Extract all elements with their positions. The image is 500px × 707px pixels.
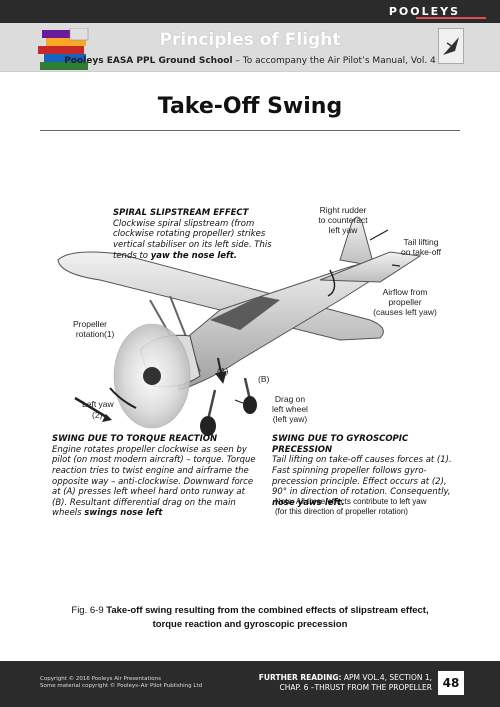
footer-bar (0, 661, 500, 707)
label-tail-lifting: Tail lifting on take-off (400, 237, 441, 257)
label-marker-1: (1) (104, 329, 115, 339)
banner-title: Principles of Flight (159, 30, 341, 50)
page-number: 48 (438, 671, 464, 695)
figure-caption: Fig. 6-9 Take-off swing resulting from t… (71, 605, 429, 631)
brand-underline (416, 17, 486, 19)
figure-note: Note: All three effects contribute to le… (275, 497, 427, 516)
brand-logo: POOLEYS (388, 5, 460, 18)
aircraft-diagram (57, 216, 422, 436)
books-icon (38, 28, 89, 70)
label-left-yaw: Left yaw (82, 399, 114, 409)
title-divider (40, 130, 460, 131)
footer-copyright: Copyright © 2016 Pooleys Air Presentatio… (40, 676, 203, 690)
banner-subtitle: Pooleys EASA PPL Ground School – To acco… (64, 56, 436, 66)
label-airflow: Airflow from propeller (causes left yaw) (373, 287, 437, 317)
top-bar (0, 0, 500, 23)
aircraft-logo-icon (438, 28, 464, 64)
label-marker-2: (2) (92, 410, 103, 420)
label-propeller-rotation: Propeller rotation (72, 319, 108, 339)
label-marker-b: (B) (258, 374, 270, 384)
footer-further-reading: FURTHER READING: APM VOL.4, SECTION 1, C… (258, 673, 432, 693)
label-drag-left-wheel: Drag on left wheel (left yaw) (272, 394, 308, 424)
label-right-rudder: Right rudder to counteract left yaw (318, 205, 368, 235)
page-title: Take-Off Swing (157, 94, 343, 119)
label-marker-a: (A) (217, 366, 229, 376)
